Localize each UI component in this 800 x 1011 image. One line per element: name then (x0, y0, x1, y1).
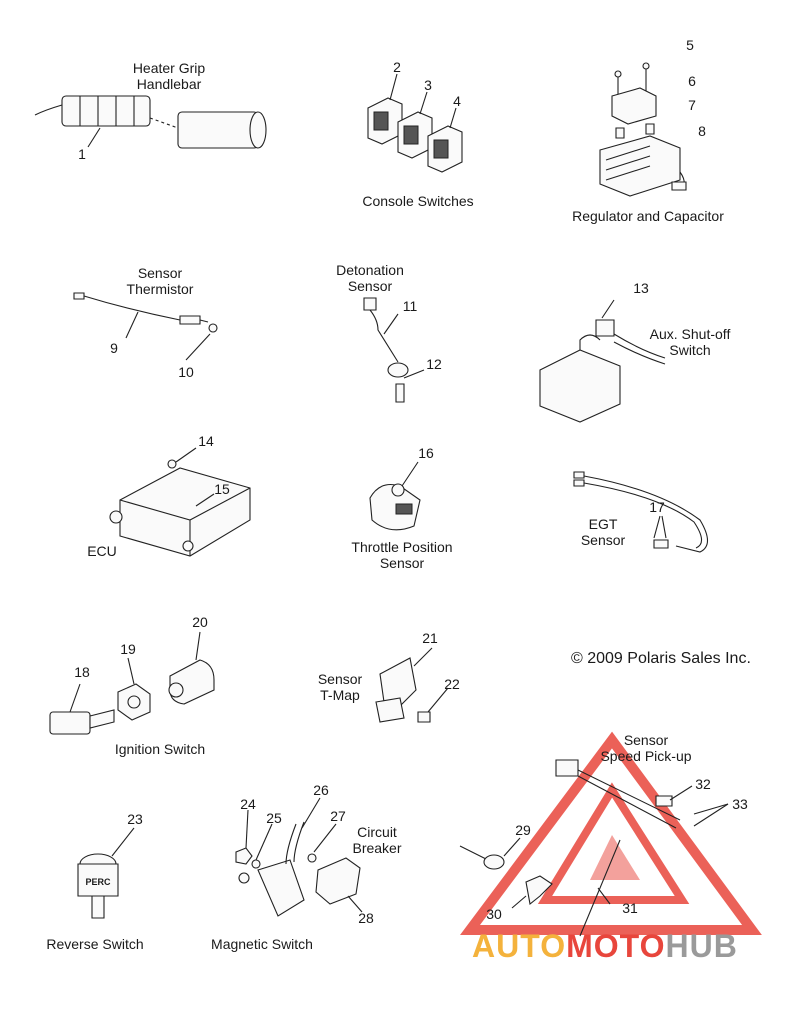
callout-32: 32 (695, 776, 711, 792)
callout-3: 3 (424, 77, 432, 93)
watermark-moto: MOTO (566, 928, 666, 964)
ecu-drawing (110, 448, 250, 556)
callout-18: 18 (74, 664, 90, 680)
callout-27: 27 (330, 808, 346, 824)
label-magnetic-switch: Magnetic Switch (211, 936, 313, 952)
label-sensor-thermistor: Sensor Thermistor (126, 265, 194, 297)
callout-4: 4 (453, 93, 461, 109)
callout-17: 17 (649, 499, 665, 515)
callout-6: 6 (688, 73, 696, 89)
callout-5: 5 (686, 37, 694, 53)
label-circuit-breaker: Circuit Breaker (352, 824, 402, 856)
callout-21: 21 (422, 630, 438, 646)
detonation-sensor-drawing (364, 298, 424, 402)
label-throttle-position: Throttle Position Sensor (351, 539, 453, 571)
callout-24: 24 (240, 796, 256, 812)
callout-9: 9 (110, 340, 118, 356)
callout-10: 10 (178, 364, 194, 380)
magnetic-switch-drawing (236, 798, 362, 916)
label-detonation-sensor: Detonation Sensor (336, 262, 404, 294)
watermark-auto: AUTO (472, 928, 567, 964)
callout-20: 20 (192, 614, 208, 630)
callout-8: 8 (698, 123, 706, 139)
speed-pickup-drawing (460, 760, 728, 936)
label-reverse-switch: Reverse Switch (46, 936, 144, 952)
callout-26: 26 (313, 782, 329, 798)
callout-23: 23 (127, 811, 143, 827)
callout-14: 14 (198, 433, 214, 449)
egt-sensor-drawing (574, 472, 708, 552)
regulator-drawing (600, 63, 686, 196)
callout-7: 7 (688, 97, 696, 113)
thermistor-drawing (74, 293, 217, 360)
watermark-text: AUTOMOTOHUB (472, 928, 738, 964)
label-regulator: Regulator and Capacitor (572, 208, 724, 224)
aux-shutoff-drawing (540, 300, 665, 422)
console-switches-drawing (368, 74, 462, 172)
reverse-switch-drawing (78, 828, 134, 918)
callout-2: 2 (393, 59, 401, 75)
label-heater-grip: Heater Grip Handlebar (132, 60, 206, 92)
watermark-hub: HUB (665, 928, 738, 964)
callout-25: 25 (266, 810, 282, 826)
callout-15: 15 (214, 481, 230, 497)
callout-11: 11 (402, 298, 418, 314)
callout-29: 29 (515, 822, 531, 838)
watermark-logo-icon (470, 740, 752, 930)
heater-grip-drawing (35, 96, 266, 148)
label-console-switches: Console Switches (362, 193, 474, 209)
callout-30: 30 (486, 906, 502, 922)
callout-13: 13 (633, 280, 649, 296)
ignition-switch-drawing (50, 632, 214, 734)
throttle-position-drawing (370, 462, 420, 530)
callout-12: 12 (426, 356, 442, 372)
callout-22: 22 (444, 676, 460, 692)
tmap-sensor-drawing (376, 648, 448, 722)
callout-33: 33 (732, 796, 748, 812)
label-sensor-tmap: Sensor T-Map (317, 671, 363, 703)
label-egt-sensor: EGT Sensor (580, 516, 626, 548)
copyright-text: © 2009 Polaris Sales Inc. (571, 650, 751, 667)
label-ignition-switch: Ignition Switch (114, 741, 206, 757)
label-speed-pickup: Sensor Speed Pick-up (600, 732, 692, 764)
label-perc: PERC (85, 877, 111, 887)
label-ecu: ECU (87, 543, 117, 559)
label-aux-shutoff: Aux. Shut-off Switch (649, 326, 731, 358)
callout-16: 16 (418, 445, 434, 461)
callout-28: 28 (358, 910, 374, 926)
callout-1: 1 (78, 146, 86, 162)
callout-31: 31 (622, 900, 638, 916)
callout-19: 19 (120, 641, 136, 657)
